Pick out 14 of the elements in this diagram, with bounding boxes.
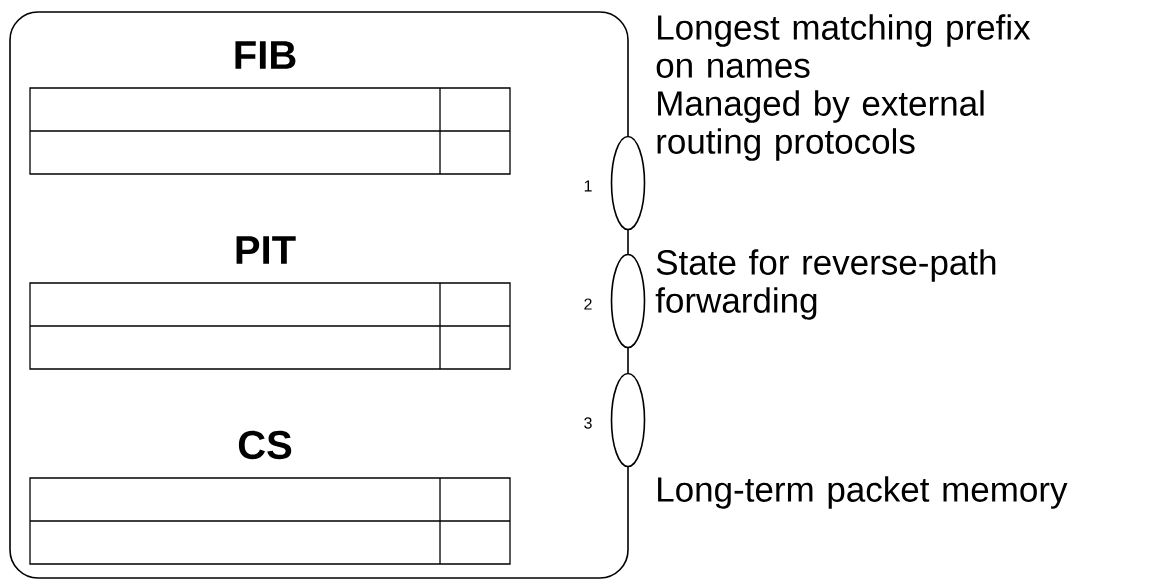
face-number: 3	[584, 417, 592, 429]
face-ellipse	[610, 372, 646, 468]
face-number: 1	[584, 180, 592, 192]
table-heading: PIT	[236, 236, 296, 264]
table-heading: FIB	[235, 41, 296, 69]
description-text: Managed by external routing protocols	[657, 90, 984, 161]
description-text: Longest matching prefix on names	[656, 14, 1031, 78]
face-number: 2	[584, 298, 592, 310]
router-box	[9, 11, 629, 579]
face-ellipse	[610, 135, 646, 231]
description-text: State for reverse-path forwarding	[655, 249, 996, 320]
table-heading: CS	[238, 430, 292, 460]
description-text: Long-term packet memory	[658, 476, 1068, 509]
face-ellipse	[610, 253, 646, 349]
